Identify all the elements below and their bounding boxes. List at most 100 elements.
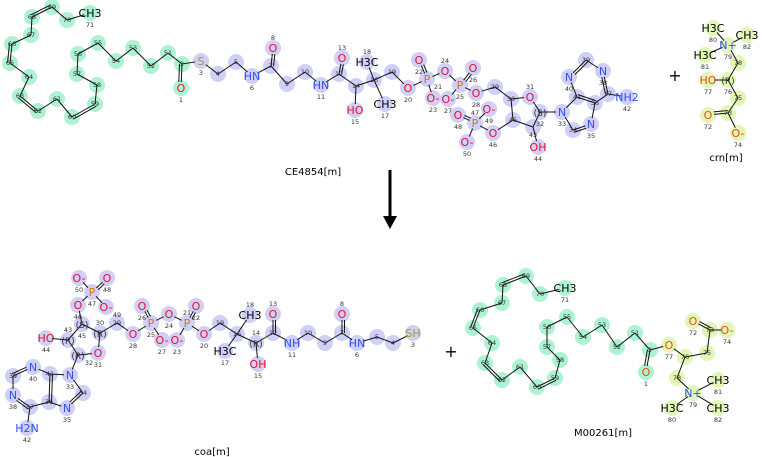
atom-number: 13 (269, 300, 277, 308)
atom-number: 54 (112, 57, 120, 65)
atom-number: 29 (113, 319, 121, 327)
stereo-label: (R) (721, 77, 734, 87)
bond (676, 377, 689, 390)
atom-label: HO (38, 332, 55, 345)
atom-number: 7 (340, 329, 344, 337)
atom-number: 62 (34, 107, 42, 115)
bond (116, 322, 129, 332)
bond (634, 332, 651, 351)
atom-label: H2N (15, 422, 39, 435)
atom-number: 68 (28, 13, 36, 21)
double-bond (464, 114, 471, 119)
bond (616, 332, 636, 348)
atom-highlight (554, 104, 570, 120)
atom-label: O (74, 299, 83, 312)
atom-label: O (689, 315, 698, 328)
atom-number: 9 (285, 80, 289, 88)
bond (31, 6, 53, 18)
double-bond (601, 77, 607, 95)
bond (270, 65, 288, 85)
atom-number: 14 (252, 329, 260, 337)
atom-highlight (90, 345, 106, 361)
atom-label: N (599, 65, 607, 78)
atom-number: 51 (164, 49, 172, 57)
atom-label: H3C (661, 402, 684, 415)
atom-label: N (9, 389, 17, 402)
atom-label: O (269, 308, 278, 321)
atom-label: HN (244, 70, 261, 83)
atom-number: 66 (476, 306, 484, 314)
atom-number: 67 (27, 31, 35, 39)
atom-highlight (84, 284, 100, 300)
bond (174, 316, 182, 321)
atom-label: O (200, 328, 209, 341)
atom-number: 24 (165, 322, 173, 330)
atom-highlight (284, 335, 300, 351)
atom-number: 2 (648, 346, 652, 354)
bond (94, 84, 98, 105)
bond (501, 366, 521, 381)
double-bond (272, 54, 276, 67)
atom-label: H3C (356, 56, 379, 69)
bond (156, 316, 164, 321)
bond (19, 76, 30, 97)
atom-number: 12 (335, 70, 343, 78)
bond (727, 97, 739, 114)
atom-number: 35 (63, 416, 71, 424)
bond (512, 119, 534, 128)
atom-number: 70 (63, 16, 71, 24)
bond (217, 61, 237, 75)
bond (607, 93, 622, 97)
bond (684, 352, 708, 358)
bond (413, 81, 422, 86)
bond (307, 332, 326, 344)
atom-number: 29 (491, 83, 499, 91)
atom-highlight (62, 367, 78, 383)
bond (236, 333, 257, 344)
atom-number: 61 (53, 95, 61, 103)
atom-label: O (489, 127, 498, 140)
atom-number: 41 (46, 370, 54, 378)
bond (420, 65, 426, 74)
bond (115, 47, 134, 62)
atom-number: 21 (183, 309, 191, 317)
atom-number: 40 (29, 375, 37, 383)
bond (219, 322, 238, 335)
bond (354, 85, 357, 105)
atom-number: 12 (269, 329, 277, 337)
atom-number: 5 (375, 333, 379, 341)
atom-number: 41 (573, 93, 581, 101)
atom-label: CH3 (79, 7, 102, 20)
bond (99, 322, 118, 334)
atom-number: 3 (411, 341, 415, 349)
atom-number: 16 (370, 76, 378, 84)
atom-number: 61 (516, 363, 524, 371)
double-bond (574, 61, 589, 75)
bond (181, 61, 196, 65)
atom-number: 43 (529, 131, 537, 139)
atom-highlight (169, 332, 185, 348)
atom-number: 18 (363, 48, 371, 56)
atom-highlight (459, 134, 475, 150)
atom-number: 36 (45, 398, 53, 406)
atom-highlight (619, 89, 635, 105)
atom-label: N+ (684, 387, 701, 400)
bond (546, 316, 568, 328)
bond (189, 311, 194, 318)
atom-highlight (134, 298, 150, 314)
atom-highlight (359, 54, 375, 70)
atom-label: S (198, 55, 205, 68)
atom-number: 56 (74, 50, 82, 58)
atom-number: 26 (469, 76, 477, 84)
atom-number: 81 (714, 388, 722, 396)
bond (12, 369, 28, 377)
atom-label: O (269, 42, 278, 55)
bond (465, 87, 471, 91)
atom-number: 59 (551, 374, 559, 382)
atom-number: 23 (173, 348, 181, 356)
atom-highlight (450, 107, 466, 123)
atom-highlight (193, 53, 209, 69)
bond (572, 125, 586, 131)
bond (95, 296, 103, 303)
bond (392, 335, 408, 344)
